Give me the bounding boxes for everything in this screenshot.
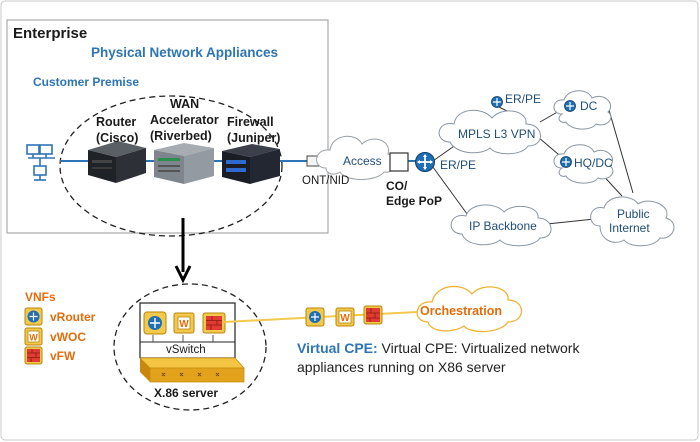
computer-icon bbox=[26, 144, 55, 181]
firewall-vendor-label: (Juniper) bbox=[227, 131, 281, 145]
dc-router-icon bbox=[564, 100, 576, 112]
svg-text:W: W bbox=[340, 313, 350, 324]
enterprise-box bbox=[6, 19, 329, 234]
virtualization-arrow-head bbox=[174, 265, 192, 284]
x86-server-icon bbox=[139, 357, 245, 383]
edge-pop-label: Edge PoP bbox=[386, 194, 443, 208]
orchestration-label: Orchestration bbox=[420, 304, 502, 318]
x86-server-label: X.86 server bbox=[154, 386, 219, 400]
legend-vrouter-label: vRouter bbox=[50, 310, 96, 324]
access-label: Access bbox=[343, 154, 382, 168]
legend-vrouter-icon bbox=[24, 307, 43, 326]
orchestration-link bbox=[223, 310, 437, 323]
vswitch-label: vSwitch bbox=[166, 344, 206, 356]
legend-vwoc-label: vWOC bbox=[50, 330, 86, 344]
virtual-cpe-text1: Virtual CPE: Virtualized network bbox=[377, 340, 580, 356]
virtual-cpe-line2: appliances running on X86 server bbox=[297, 359, 506, 375]
public-internet-cloud bbox=[590, 196, 675, 247]
legend-vfw-icon bbox=[24, 346, 43, 365]
hq-dc-label: HQ/DC bbox=[574, 156, 613, 170]
firewall-appliance-icon bbox=[222, 144, 280, 184]
ip-backbone-cloud bbox=[450, 204, 552, 247]
orchestration-cloud bbox=[416, 285, 523, 333]
er-pe-top-label: ER/PE bbox=[505, 92, 542, 106]
vrouter-vnf-icon bbox=[143, 311, 167, 335]
router-vendor-label: (Cisco) bbox=[96, 131, 139, 145]
legend-vwoc-icon: W bbox=[24, 327, 43, 346]
physical-appliances-label: Physical Network Appliances bbox=[91, 45, 279, 60]
svg-text:W: W bbox=[179, 319, 189, 330]
wan-vendor-label: (Riverbed) bbox=[150, 129, 212, 143]
link-router-icon bbox=[305, 307, 325, 327]
svg-text:W: W bbox=[29, 333, 38, 343]
link-woc-icon: W bbox=[335, 307, 355, 327]
co-edge-pop-box bbox=[389, 152, 409, 172]
access-cloud bbox=[316, 135, 397, 180]
router-appliance-icon bbox=[88, 141, 146, 183]
dc-cloud bbox=[553, 90, 612, 130]
mpls-label: MPLS L3 VPN bbox=[458, 127, 536, 141]
public-label: Public bbox=[617, 207, 650, 221]
customer-premise-ellipse bbox=[59, 95, 283, 237]
legend-vfw-label: vFW bbox=[50, 349, 76, 363]
co-label: CO/ bbox=[386, 179, 408, 193]
link-firewall-icon bbox=[363, 305, 383, 325]
mpls-cloud bbox=[438, 109, 541, 155]
er-pe-router-icon bbox=[415, 152, 435, 172]
virtual-cpe-heading: Virtual CPE: bbox=[297, 340, 378, 356]
firewall-label: Firewall bbox=[227, 115, 274, 129]
virtual-cpe-line1: Virtual CPE: Virtual CPE: Virtualized ne… bbox=[297, 341, 579, 355]
wan-label: WAN bbox=[170, 97, 200, 111]
er-pe-top-router-icon bbox=[491, 96, 503, 108]
internet-label: Internet bbox=[609, 221, 650, 235]
accelerator-label: Accelerator bbox=[150, 113, 219, 127]
enterprise-title: Enterprise bbox=[13, 25, 88, 42]
ip-backbone-label: IP Backbone bbox=[469, 219, 537, 233]
virtual-cpe-ellipse bbox=[113, 283, 267, 411]
customer-premise-label: Customer Premise bbox=[33, 75, 140, 89]
vfw-vnf-icon bbox=[202, 312, 226, 334]
vnfs-title: VNFs bbox=[25, 290, 56, 304]
dc-label: DC bbox=[580, 99, 598, 113]
wan-accelerator-appliance-icon bbox=[154, 143, 214, 184]
er-pe-main-label: ER/PE bbox=[440, 158, 477, 172]
ont-nid-label: ONT/NID bbox=[302, 175, 350, 187]
router-label: Router bbox=[96, 115, 137, 129]
hq-dc-cloud bbox=[553, 144, 614, 184]
vwoc-vnf-icon: W bbox=[173, 312, 195, 334]
hq-dc-router-icon bbox=[560, 156, 572, 168]
